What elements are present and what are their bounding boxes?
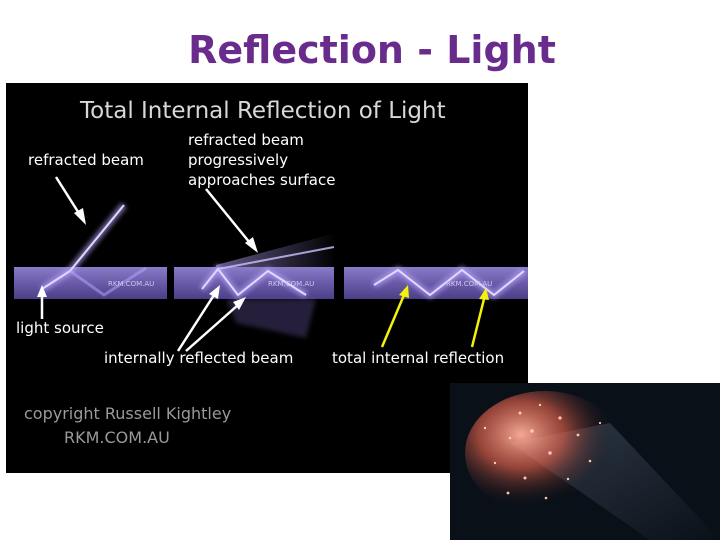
panel-3-beams: [372, 265, 527, 300]
label-internally-reflected: internally reflected beam: [104, 349, 293, 367]
fiber-optic-image: [450, 383, 720, 540]
panel-2-beams: [199, 246, 335, 300]
diagram-heading: Total Internal Reflection of Light: [79, 98, 446, 124]
yellow-arrows: [380, 285, 489, 348]
label-progressive-line1: refracted beam: [188, 131, 304, 149]
panel-2-watermark: RKM.COM.AU: [268, 280, 314, 288]
white-arrows: [37, 176, 258, 352]
copyright-line1: copyright Russell Kightley: [24, 404, 231, 423]
panel-2-refraction-haze: [216, 233, 336, 267]
label-progressive-line2: progressively: [188, 151, 288, 169]
copyright-line2: RKM.COM.AU: [64, 428, 170, 447]
panel-1-watermark: RKM.COM.AU: [108, 280, 154, 288]
panel-2-lower-haze: [226, 299, 316, 338]
label-light-source: light source: [16, 319, 104, 337]
panel-3-watermark: RKM.COM.AU: [446, 280, 492, 288]
total-internal-reflection-diagram: Total Internal Reflection of Light RKM.C…: [6, 83, 528, 473]
slide-title: Reflection - Light: [188, 28, 556, 72]
fiber-optic-photo: [450, 383, 720, 540]
panel-1-beams: [40, 202, 147, 297]
label-progressive-line3: approaches surface: [188, 171, 335, 189]
label-total-internal: total internal reflection: [332, 349, 504, 367]
label-refracted-beam: refracted beam: [28, 151, 144, 169]
diagram-canvas: Total Internal Reflection of Light RKM.C…: [14, 98, 528, 447]
